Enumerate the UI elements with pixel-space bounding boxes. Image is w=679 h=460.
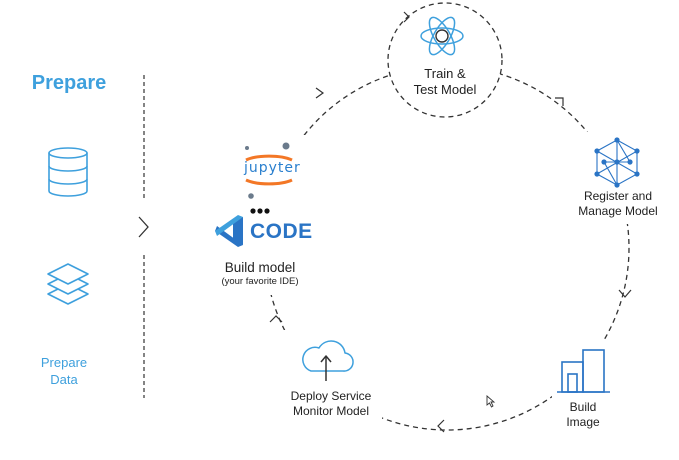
build-image-label: Build Image <box>548 400 618 430</box>
deploy-monitor-label-line2: Monitor Model <box>292 404 370 418</box>
register-manage-label: Register and Manage Model <box>568 189 668 219</box>
arrow-head <box>437 419 445 433</box>
build-model-sublabel: (your favorite IDE) <box>221 276 299 287</box>
cursor-icon <box>486 395 496 408</box>
vscode-icon <box>215 215 243 247</box>
code-wordmark: CODE <box>250 220 313 243</box>
prepare-data-label: Prepare Data <box>24 354 104 388</box>
prepare-data-label-line1: Prepare <box>40 355 88 370</box>
mask-image <box>552 340 622 432</box>
arrow-head <box>618 289 632 298</box>
deploy-monitor-label-line1: Deploy Service <box>290 389 372 403</box>
register-manage-label-line2: Manage Model <box>578 204 658 218</box>
arrow-head <box>555 97 564 106</box>
train-ring <box>387 2 503 118</box>
ellipsis-icon <box>250 208 270 214</box>
atom-icon <box>420 16 464 56</box>
mask-register <box>572 132 668 224</box>
layers-icon <box>47 263 89 305</box>
arrow-head <box>403 11 410 23</box>
building-icon <box>557 349 610 393</box>
deploy-monitor-label: Deploy Service Monitor Model <box>276 389 386 419</box>
train-test-label-line2: Test Model <box>413 82 477 97</box>
build-image-label-line2: Image <box>566 415 600 429</box>
jupyter-wordmark: jupyter <box>244 160 301 176</box>
train-test-label-line1: Train & <box>424 66 466 81</box>
build-image-label-line1: Build <box>569 400 597 414</box>
prepare-data-label-line2: Data <box>50 372 78 387</box>
jupyter-icon <box>245 142 293 199</box>
arrow-head <box>269 315 283 323</box>
arrow-head <box>315 87 325 99</box>
database-icon <box>48 147 88 197</box>
train-test-label: Train & Test Model <box>395 66 495 98</box>
mask-build <box>205 135 315 295</box>
chevron-right-icon <box>138 216 149 238</box>
register-manage-label-line1: Register and <box>583 189 653 203</box>
build-model-label: Build model <box>224 260 296 275</box>
mask-deploy <box>282 330 382 422</box>
network-icon <box>594 137 640 188</box>
prepare-title: Prepare <box>31 72 107 94</box>
cloud-upload-icon <box>302 340 354 381</box>
